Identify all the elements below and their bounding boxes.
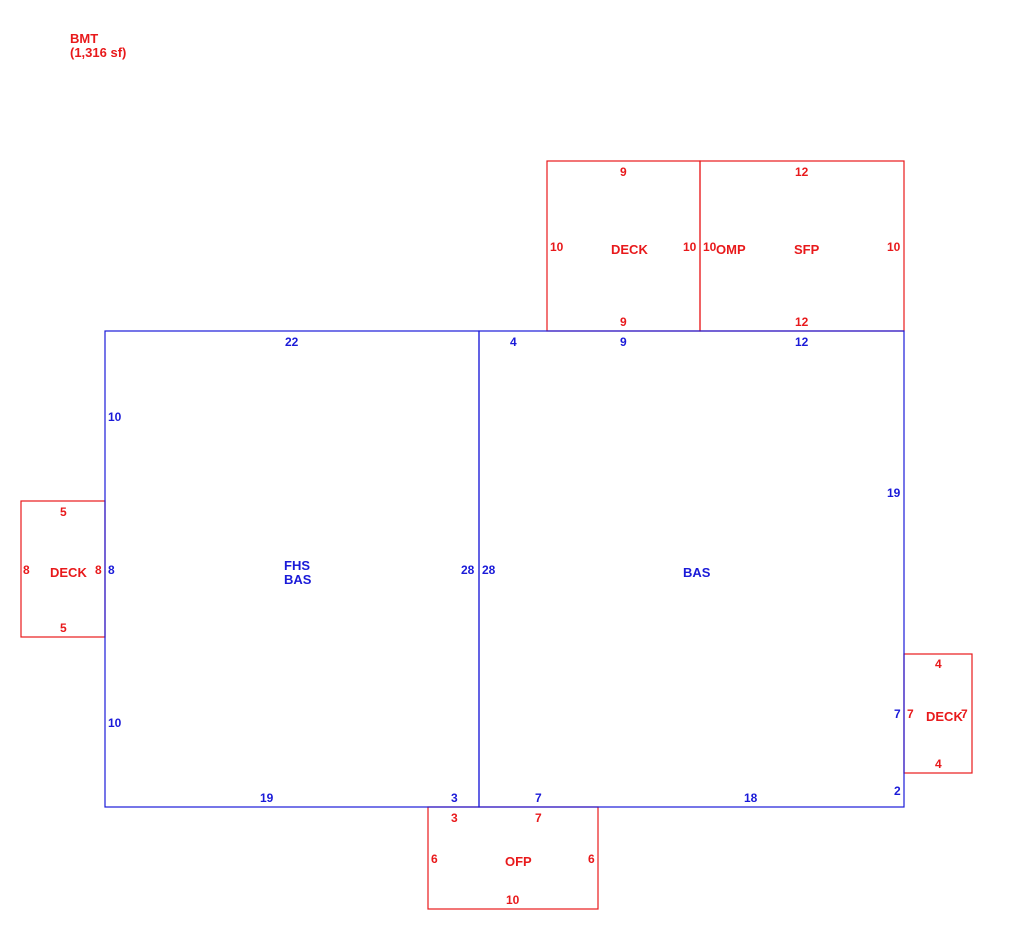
dim-fhs-top: 22 — [285, 335, 299, 349]
area-summary: BMT (1,316 sf) — [70, 32, 126, 60]
dim-ofp-top-right: 7 — [535, 811, 542, 825]
area-label-ofp: OFP — [505, 854, 532, 869]
dim-bas-bottom-b: 18 — [744, 791, 758, 805]
summary-area: (1,316 sf) — [70, 45, 127, 60]
area-label-bas: BAS — [683, 565, 711, 580]
addition-dimensions: 9 9 10 10 10 12 12 10 5 5 8 8 4 4 7 7 3 … — [23, 165, 968, 907]
dim-deck-left-bottom: 5 — [60, 621, 67, 635]
dim-bas-right-upper: 19 — [887, 486, 901, 500]
dim-bas-bottom-a: 7 — [535, 791, 542, 805]
dim-fhs-left-lower: 10 — [108, 716, 122, 730]
main-dimensions: 22 10 8 10 19 3 28 28 4 9 12 19 7 2 7 18 — [108, 335, 901, 805]
dim-omp-left: 10 — [703, 240, 717, 254]
bas-outline — [478, 330, 905, 808]
dim-fhs-right: 28 — [461, 563, 475, 577]
dim-ofp-top-left: 3 — [451, 811, 458, 825]
dim-deck-left-right: 8 — [95, 563, 102, 577]
area-labels: FHS BAS BAS DECK OMP SFP DECK DECK OFP — [50, 242, 963, 869]
dim-bas-top-b: 9 — [620, 335, 627, 349]
dim-deck-right-left: 7 — [907, 707, 914, 721]
dim-fhs-left-upper: 10 — [108, 410, 122, 424]
dim-deck-top-right: 10 — [683, 240, 697, 254]
area-label-fhs: FHS — [284, 558, 310, 573]
dim-deck-top-left: 10 — [550, 240, 564, 254]
dim-bas-right-mid: 7 — [894, 707, 901, 721]
area-label-sfp: SFP — [794, 242, 820, 257]
area-label-deck-left: DECK — [50, 565, 87, 580]
dim-ofp-bottom: 10 — [506, 893, 520, 907]
dim-bas-left: 28 — [482, 563, 496, 577]
dim-deck-left-left: 8 — [23, 563, 30, 577]
dim-bas-right-lower: 2 — [894, 784, 901, 798]
dim-deck-right-bottom: 4 — [935, 757, 942, 771]
dim-deck-left-top: 5 — [60, 505, 67, 519]
summary-title: BMT — [70, 31, 99, 46]
dim-sfp-bottom: 12 — [795, 315, 809, 329]
dim-fhs-left-mid: 8 — [108, 563, 115, 577]
dim-fhs-bottom-right: 3 — [451, 791, 458, 805]
dim-ofp-left: 6 — [431, 852, 438, 866]
dim-bas-top-a: 4 — [510, 335, 517, 349]
area-label-deck-right: DECK — [926, 709, 963, 724]
dim-ofp-right: 6 — [588, 852, 595, 866]
dim-sfp-right: 10 — [887, 240, 901, 254]
dim-deck-right-right: 7 — [961, 707, 968, 721]
dim-bas-top-c: 12 — [795, 335, 809, 349]
dim-deck-top-top: 9 — [620, 165, 627, 179]
area-label-deck-top: DECK — [611, 242, 648, 257]
main-outlines — [104, 330, 905, 808]
dim-deck-top-bottom: 9 — [620, 315, 627, 329]
area-label-omp: OMP — [716, 242, 746, 257]
dim-fhs-bottom: 19 — [260, 791, 274, 805]
area-label-fhs-bas: BAS — [284, 572, 312, 587]
dim-sfp-top: 12 — [795, 165, 809, 179]
additions-outlines — [20, 160, 973, 910]
dim-deck-right-top: 4 — [935, 657, 942, 671]
